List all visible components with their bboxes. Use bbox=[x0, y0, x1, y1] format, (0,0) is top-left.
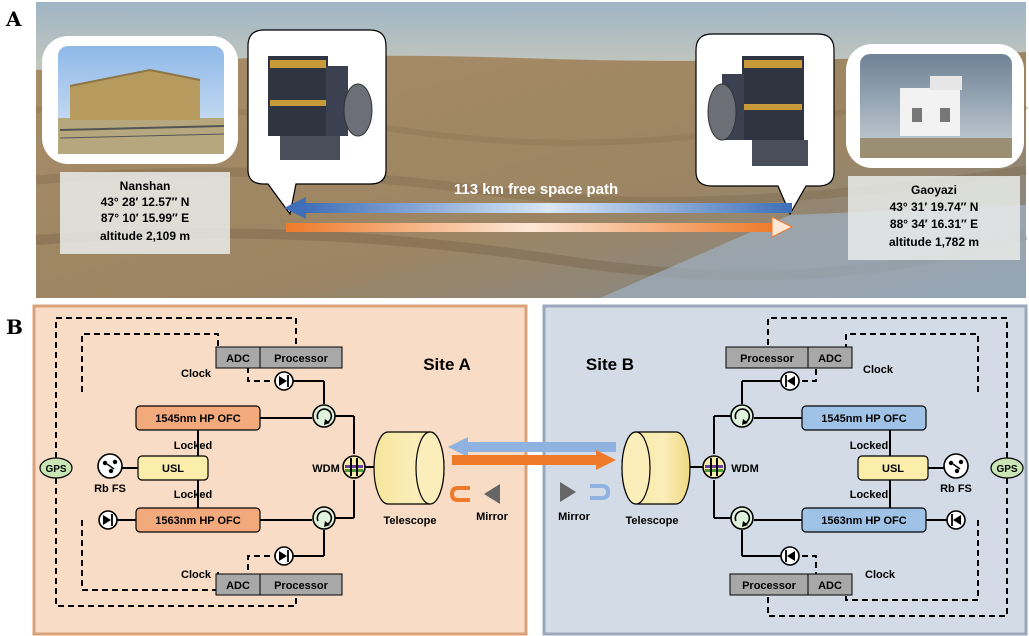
inter-site-beams bbox=[448, 437, 616, 470]
site-b-locked-bottom: Locked bbox=[850, 489, 889, 501]
site-b-ofc-1563: 1563nm HP OFC bbox=[821, 515, 906, 527]
panel-b-label: B bbox=[6, 315, 23, 339]
site-b-processor-bottom: Processor bbox=[742, 580, 797, 592]
nanshan-alt: altitude 2,109 m bbox=[100, 229, 190, 243]
nanshan-name: Nanshan bbox=[120, 179, 171, 193]
nanshan-lon: 87° 10′ 15.99″ E bbox=[101, 211, 189, 225]
site-b-clock-top: Clock bbox=[863, 364, 894, 376]
site-a-ofc-1545: 1545nm HP OFC bbox=[155, 413, 240, 425]
gaoyazi-lat: 43° 31′ 19.74″ N bbox=[890, 200, 979, 214]
site-a-ofc-1563: 1563nm HP OFC bbox=[155, 515, 240, 527]
nanshan-info-box: Nanshan 43° 28′ 12.57″ N 87° 10′ 15.99″ … bbox=[60, 172, 230, 254]
site-a-diagram: Site A GPS ADC Processor Clock 1545nm HP… bbox=[39, 317, 509, 607]
site-a-wdm: WDM bbox=[312, 463, 340, 475]
nanshan-lat: 43° 28′ 12.57″ N bbox=[101, 195, 190, 209]
site-a-telescope-label: Telescope bbox=[384, 515, 437, 527]
site-b-gps: GPS bbox=[996, 464, 1017, 475]
site-b-wdm: WDM bbox=[731, 463, 759, 475]
terminal-a-callout bbox=[247, 29, 387, 216]
site-b-adc-top: ADC bbox=[818, 353, 842, 365]
site-a-adc-top: ADC bbox=[226, 353, 250, 365]
site-a-processor-bottom: Processor bbox=[274, 580, 329, 592]
site-b-locked-top: Locked bbox=[850, 440, 889, 452]
site-a-mirror-label: Mirror bbox=[476, 511, 509, 523]
site-a-gps: GPS bbox=[45, 464, 66, 475]
gaoyazi-name: Gaoyazi bbox=[911, 183, 957, 197]
gaoyazi-alt: altitude 1,782 m bbox=[889, 235, 979, 249]
gaoyazi-photo-card bbox=[846, 44, 1024, 168]
site-b-ofc-1545: 1545nm HP OFC bbox=[821, 413, 906, 425]
site-b-processor-top: Processor bbox=[740, 353, 795, 365]
nanshan-photo-card bbox=[42, 36, 238, 164]
gaoyazi-info-box: Gaoyazi 43° 31′ 19.74″ N 88° 34′ 16.31″ … bbox=[848, 176, 1020, 260]
orange-arrowhead bbox=[771, 216, 794, 238]
site-b-telescope bbox=[621, 431, 691, 505]
terminal-b-callout bbox=[695, 33, 835, 216]
site-a-clock-top: Clock bbox=[181, 368, 212, 380]
path-label: 113 km free space path bbox=[454, 181, 618, 198]
site-b-adc-bottom: ADC bbox=[818, 580, 842, 592]
free-space-path: 113 km free space path bbox=[284, 181, 794, 238]
site-a-rbfs: Rb FS bbox=[94, 483, 126, 495]
site-b-usl: USL bbox=[882, 463, 904, 475]
site-a-mirror bbox=[449, 484, 500, 504]
site-b-rbfs: Rb FS bbox=[940, 483, 972, 495]
site-a-clock-bottom: Clock bbox=[181, 569, 212, 581]
site-b-telescope-label: Telescope bbox=[626, 515, 679, 527]
site-a-processor-top: Processor bbox=[274, 353, 329, 365]
site-b-mirror-label: Mirror bbox=[558, 511, 591, 523]
site-a-adc-bottom: ADC bbox=[226, 580, 250, 592]
blue-arrowhead bbox=[284, 197, 306, 219]
site-a-locked-bottom: Locked bbox=[174, 489, 213, 501]
gaoyazi-lon: 88° 34′ 16.31″ E bbox=[890, 217, 978, 231]
site-b-mirror bbox=[560, 482, 611, 502]
site-b-title: Site B bbox=[586, 355, 634, 374]
site-a-telescope bbox=[373, 431, 445, 505]
site-a-usl: USL bbox=[162, 463, 184, 475]
panel-a-label: A bbox=[5, 7, 22, 31]
site-a-locked-top: Locked bbox=[174, 440, 213, 452]
site-b-diagram: Site B GPS Processor ADC Clock 1545nm HP… bbox=[558, 317, 1024, 617]
site-b-clock-bottom: Clock bbox=[865, 569, 896, 581]
site-a-title: Site A bbox=[423, 355, 471, 374]
